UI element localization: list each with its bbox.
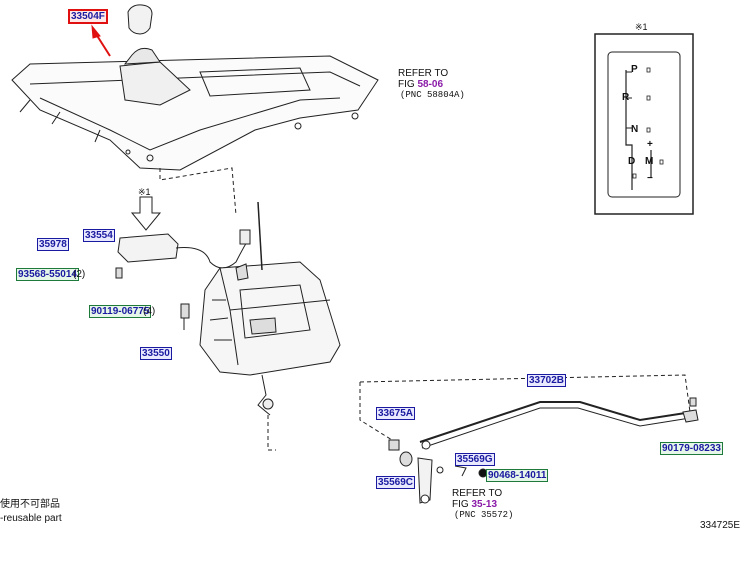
shift-pos-p: P	[631, 64, 638, 75]
part-label-nut[interactable]: 90179-08233	[660, 442, 723, 455]
hollow-arrow-drawing	[130, 196, 162, 231]
console-panel-drawing	[11, 55, 379, 171]
shift-pos-n: N	[631, 124, 639, 135]
shift-pos-minus: −	[647, 173, 653, 184]
refer-top-fig-prefix: FIG	[398, 79, 418, 90]
shift-pos-r: R	[622, 92, 630, 103]
refer-bottom-line1: REFER TO	[452, 488, 503, 499]
part-label-harness[interactable]: 35978	[37, 238, 69, 251]
part-label-bolt-a[interactable]: 90119-06775	[89, 305, 152, 318]
refer-bottom-fig-prefix: FIG	[452, 499, 472, 510]
part-label-washer[interactable]: 35569C	[376, 476, 416, 489]
part-label-screw-a[interactable]: 93568-55014	[16, 268, 79, 281]
part-label-lock-unit[interactable]: 33554	[83, 229, 115, 242]
part-label-pin[interactable]: 90468-14011	[486, 469, 549, 482]
screw-a-quantity: (2)	[73, 269, 86, 280]
refer-bottom-fig-link[interactable]: 35-13	[471, 499, 498, 510]
refer-top-fig[interactable]: FIG 58-06	[398, 79, 443, 90]
shift-pos-plus: +	[647, 139, 653, 150]
refer-bottom-pnc: (PNC 35572)	[454, 510, 514, 520]
shift-pos-d: D	[628, 156, 636, 167]
refer-top-pnc: (PNC 58804A)	[400, 90, 465, 100]
note-mark-panel: ※1	[635, 22, 648, 32]
legend-en: -reusable part	[0, 513, 62, 524]
legend-jp: 使用不可部品	[0, 499, 60, 510]
refer-top-fig-link[interactable]: 58-06	[417, 79, 444, 90]
part-label-cable[interactable]: 33702B	[527, 374, 567, 387]
part-label-shift-lever[interactable]: 33550	[140, 347, 172, 360]
bolt-a-quantity: (4)	[143, 306, 156, 317]
shift-pos-m: M	[645, 156, 654, 167]
figure-id: 334725E	[700, 520, 741, 531]
linkage-arm-drawing	[417, 457, 433, 504]
part-label-bushing[interactable]: 33675A	[376, 407, 416, 420]
part-label-shift-knob[interactable]: 33504F	[68, 9, 108, 24]
refer-bottom-fig[interactable]: FIG 35-13	[452, 499, 497, 510]
note-mark-arrow: ※1	[138, 187, 151, 197]
shift-knob-drawing	[127, 4, 153, 35]
lock-unit-drawing	[117, 233, 179, 263]
refer-top-line1: REFER TO	[398, 68, 449, 79]
part-label-retainer[interactable]: 35569G	[455, 453, 495, 466]
control-cable-drawing	[419, 401, 693, 443]
